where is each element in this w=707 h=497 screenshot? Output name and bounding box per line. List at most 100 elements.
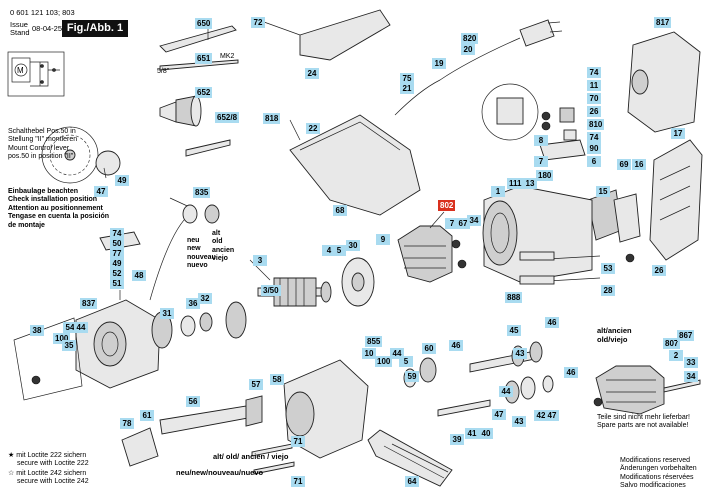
part-tag-652-8: 652/8 xyxy=(215,112,240,123)
part-tag-71: 71 xyxy=(291,436,305,447)
part-tag-650: 650 xyxy=(195,18,213,29)
old-armature-802 xyxy=(595,365,665,415)
part-tag-835: 835 xyxy=(193,187,211,198)
part-tag-111: 111 xyxy=(507,178,524,189)
part-tag-651: 651 xyxy=(195,53,213,64)
motor-circuit-schematic: M xyxy=(7,51,65,97)
part-tag-46: 46 xyxy=(564,367,578,378)
issue-date: 08-04-25 xyxy=(32,24,63,33)
side-handle-64 xyxy=(367,429,453,487)
part-tag-10: 10 xyxy=(362,348,376,359)
part-tag-44: 44 xyxy=(390,348,404,359)
star-outline-icon: ☆ xyxy=(8,470,15,477)
part-tag-21: 21 xyxy=(400,83,414,94)
part-tag-49: 49 xyxy=(115,175,129,186)
part-tag-13: 13 xyxy=(523,178,537,189)
bottom-old-label: alt/ old/ ancien / viejo xyxy=(213,452,289,461)
part-tag-6: 6 xyxy=(587,156,601,167)
part-tag-3-50: 3/50 xyxy=(261,285,281,296)
part-tag-15: 15 xyxy=(596,186,610,197)
part-number: 0 601 121 103; 803 xyxy=(10,8,75,17)
part-tag-100: 100 xyxy=(53,333,71,344)
part-tag-28: 28 xyxy=(601,285,615,296)
part-tag-58: 58 xyxy=(270,374,284,385)
spare-note: Teile sind nicht mehr lieferbar!Spare pa… xyxy=(597,414,690,430)
part-tag-56: 56 xyxy=(186,396,200,407)
part-tag-70: 70 xyxy=(587,93,601,104)
part-tag-34: 34 xyxy=(684,371,698,382)
part-tag-74: 74 xyxy=(587,67,601,78)
part-tag-34: 34 xyxy=(467,215,481,226)
part-tag-51: 51 xyxy=(110,278,124,289)
part-tag-69: 69 xyxy=(617,159,631,170)
part-tag-807: 807 xyxy=(663,338,681,349)
issue-label: Issue xyxy=(10,20,28,29)
armature-802 xyxy=(397,225,453,283)
part-tag-61: 61 xyxy=(140,410,154,421)
size-label: 5/8" xyxy=(157,68,170,75)
part-tag-16: 16 xyxy=(632,159,646,170)
part-tag-44: 44 xyxy=(499,386,513,397)
part-tag-46: 46 xyxy=(449,340,463,351)
part-tag-11: 11 xyxy=(587,80,601,91)
part-tag-74: 74 xyxy=(110,228,124,239)
part-tag-38: 38 xyxy=(30,325,44,336)
part-tag-71: 71 xyxy=(291,476,305,487)
part-tag-24: 24 xyxy=(305,68,319,79)
wrench-650 xyxy=(159,25,237,53)
loctite-242-note: ☆ mit Loctite 242 sichern secure with Lo… xyxy=(8,470,89,486)
part-tag-49: 49 xyxy=(110,258,124,269)
part-tag-47: 47 xyxy=(492,409,506,420)
part-tag-72: 72 xyxy=(251,17,265,28)
part-tag-52: 52 xyxy=(110,268,124,279)
part-tag-44: 44 xyxy=(74,322,88,333)
part-tag-810: 810 xyxy=(587,119,605,130)
part-tag-1: 1 xyxy=(491,186,505,197)
part-tag-60: 60 xyxy=(422,343,436,354)
part-tag-817: 817 xyxy=(654,17,672,28)
part-tag-32: 32 xyxy=(198,293,212,304)
part-tag-68: 68 xyxy=(333,205,347,216)
part-tag-4: 4 xyxy=(322,245,336,256)
part-tag-64: 64 xyxy=(405,476,419,487)
part-tag-42: 42 xyxy=(534,410,548,421)
part-tag-50: 50 xyxy=(110,238,124,249)
part-tag-59: 59 xyxy=(405,371,419,382)
part-tag-57: 57 xyxy=(249,379,263,390)
mk2-label: MK2 xyxy=(220,53,235,60)
part-tag-17: 17 xyxy=(671,128,685,139)
part-tag-820: 820 xyxy=(461,33,479,44)
part-tag-36: 36 xyxy=(186,298,200,309)
star-filled-icon: ★ xyxy=(8,452,15,459)
part-tag-2: 2 xyxy=(669,350,683,361)
loctite-222-note: ★ mit Loctite 222 sichern secure with Lo… xyxy=(8,452,89,468)
part-tag-9: 9 xyxy=(376,234,390,245)
figure-label: Fig./Abb. 1 xyxy=(62,20,128,37)
part-tag-43: 43 xyxy=(512,416,526,427)
part-tag-837: 837 xyxy=(80,298,98,309)
part-tag-5: 5 xyxy=(332,245,346,256)
part-tag-45: 45 xyxy=(507,325,521,336)
stand-label: Stand xyxy=(10,28,30,37)
part-tag-20: 20 xyxy=(461,44,475,55)
part-tag-40: 40 xyxy=(479,428,493,439)
part-tag-867: 867 xyxy=(677,330,695,341)
part-tag-26: 26 xyxy=(587,106,601,117)
part-tag-30: 30 xyxy=(346,240,360,251)
part-tag-77: 77 xyxy=(110,248,124,259)
part-tag-78: 78 xyxy=(120,418,134,429)
part-tag-26: 26 xyxy=(652,265,666,276)
part-tag-75: 75 xyxy=(400,73,414,84)
part-tag-35: 35 xyxy=(62,340,76,351)
part-tag-100: 100 xyxy=(375,356,393,367)
part-tag-90: 90 xyxy=(587,143,601,154)
part-tag-41: 41 xyxy=(465,428,479,439)
part-tag-54: 54 xyxy=(63,322,77,333)
part-tag-31: 31 xyxy=(160,308,174,319)
